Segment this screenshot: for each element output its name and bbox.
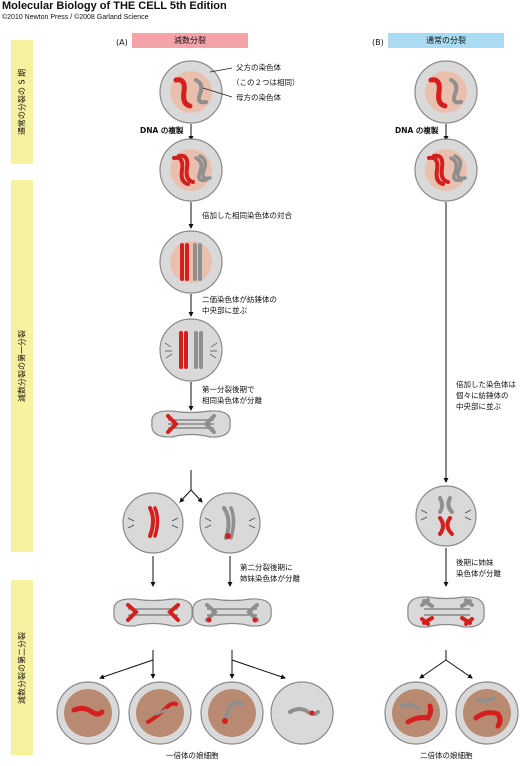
label-anaphase1-2: 相同染色体が分離	[202, 396, 262, 405]
cell-b4-dividing	[407, 596, 485, 628]
daughter-cell-b2	[455, 681, 519, 745]
cell-a5-dividing	[151, 410, 231, 438]
label-paternal: 父方の染色体	[236, 63, 281, 72]
daughter-cell-a2	[128, 681, 192, 745]
daughter-cell-a1	[56, 681, 120, 745]
panel-b-title: 通常の分裂	[388, 33, 504, 48]
label-mitosis-align-1: 倍加した染色体は	[456, 380, 516, 389]
label-mitosis-anaphase-1: 後期に姉妹	[456, 558, 494, 567]
label-bivalent-1: 二価染色体が紡錘体の	[202, 295, 277, 304]
label-mitosis-align-3: 中央部に並ぶ	[456, 402, 501, 411]
daughter-cell-b1	[384, 681, 448, 745]
figure-title: Molecular Biology of THE CELL 5th Editio…	[2, 0, 227, 12]
paternal-chromosome	[173, 77, 193, 109]
cell-b2	[414, 138, 478, 202]
cell-a6-right	[199, 492, 261, 554]
maternal-chromosome	[194, 78, 208, 105]
cell-a1	[159, 60, 223, 124]
label-anaphase2-2: 姉妹染色体が分離	[240, 574, 300, 583]
daughter-cell-a3	[200, 681, 264, 745]
cell-a2	[159, 138, 223, 202]
stage-bar-s-phase: 通常の分裂の S 期	[11, 40, 33, 164]
label-diploid-daughters: 二倍体の娘細胞	[420, 751, 473, 760]
label-anaphase2-1: 第二分裂後期に	[240, 563, 293, 572]
cell-a3	[159, 230, 223, 294]
label-pairing: 倍加した相同染色体の対合	[202, 211, 292, 220]
cell-b3-metaphase	[415, 485, 477, 547]
cell-b1	[414, 60, 478, 124]
stage-bar-meiosis-2: 減数分裂の第二分裂	[11, 580, 33, 755]
cell-a4	[159, 318, 223, 382]
cell-a7-right-dividing	[192, 598, 272, 627]
copyright-line: ©2010 Newton Press / ©2008 Garland Scien…	[2, 14, 149, 21]
panel-a-tag: (A)	[116, 38, 128, 47]
label-anaphase1-1: 第一分裂後期で	[202, 385, 255, 394]
cell-a7-left-dividing	[113, 598, 193, 627]
label-dna-replication-a: DNA の複製	[140, 126, 184, 135]
label-haploid-daughters: 一倍体の娘細胞	[166, 751, 219, 760]
label-homologous: （この２つは相同）	[232, 78, 300, 87]
label-mitosis-align-2: 個々に紡錘体の	[456, 391, 509, 400]
label-dna-replication-b: DNA の複製	[395, 126, 439, 135]
daughter-cell-a4	[270, 681, 334, 745]
panel-b-tag: (B)	[372, 38, 384, 47]
cell-a6-left	[122, 492, 184, 554]
label-bivalent-2: 中央部に並ぶ	[202, 306, 247, 315]
panel-a-title: 減数分裂	[132, 33, 248, 48]
stage-bar-meiosis-1: 減数分裂の第一分裂	[11, 180, 33, 552]
label-maternal: 母方の染色体	[236, 93, 281, 102]
label-mitosis-anaphase-2: 染色体が分離	[456, 569, 501, 578]
